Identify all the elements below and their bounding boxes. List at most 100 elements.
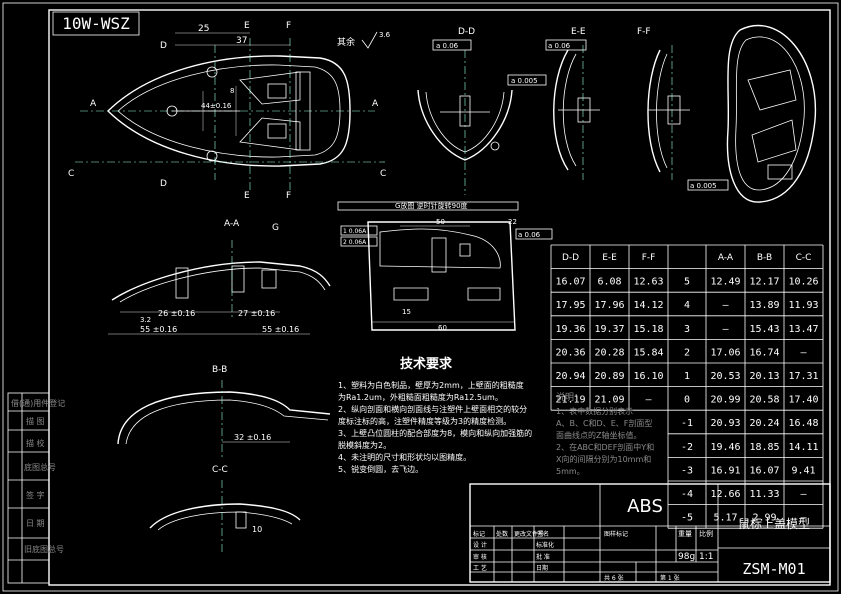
g-dim: 60 — [438, 324, 447, 332]
section-mark-d: D — [160, 179, 167, 189]
tb-design: 设 计 — [473, 541, 487, 549]
table-cell: 12.63 — [633, 277, 663, 288]
section-mark-c: C — [68, 169, 74, 179]
section-mark-f: F — [286, 21, 291, 31]
table-cell: 9.41 — [791, 465, 815, 476]
roughness-note: 其余 — [337, 36, 355, 48]
table-cell: 4 — [684, 300, 690, 311]
table-cell: -1 — [681, 418, 693, 429]
table-cell: 12.66 — [710, 489, 740, 500]
dd-title: D-D — [458, 27, 475, 37]
title-box — [52, 11, 140, 36]
table-cell: — — [645, 395, 652, 406]
table-cell: 16.48 — [788, 418, 818, 429]
title-box-text: 10W-WSZ — [62, 14, 130, 33]
strip-label: 签 字 — [26, 490, 45, 500]
table-cell: 20.93 — [710, 418, 740, 429]
tol-tag: a 0.005 — [511, 77, 538, 85]
table-header: F-F — [642, 253, 656, 263]
note-line: 5mm。 — [556, 467, 585, 476]
table-cell: 18.85 — [749, 442, 779, 453]
dim-8: 8 — [230, 87, 234, 95]
g-view-title: G放图 逆时针旋转90度 — [395, 201, 468, 210]
table-header: A-A — [718, 253, 734, 263]
table-cell: 20.99 — [710, 395, 740, 406]
tech-item: 1、塑料为白色制品，壁厚为2mm，上壁面的粗糙度 — [338, 380, 524, 390]
note-title: 说明： — [556, 391, 583, 403]
section-mark-d: D — [160, 41, 167, 51]
aa-dim: 55 ±0.16 — [140, 325, 177, 334]
table-cell: 14.11 — [788, 442, 818, 453]
table-cell: 6.08 — [597, 277, 621, 288]
strip-label: 借(通)用件登记 — [11, 398, 65, 408]
table-cell: 13.47 — [788, 324, 818, 335]
note-line: 面曲线点的Z轴坐标值。 — [556, 430, 641, 440]
table-cell: 20.53 — [710, 371, 740, 382]
table-cell: 20.24 — [749, 418, 779, 429]
table-cell: 5 — [684, 277, 690, 288]
drawing-number: ZSM-M01 — [742, 560, 805, 578]
section-mark-a: A — [90, 99, 97, 109]
table-cell: 2 — [684, 347, 690, 358]
tol-tag: a 0.06 — [518, 231, 541, 239]
table-header: E-E — [602, 253, 617, 263]
dim-37: 37 — [236, 36, 247, 46]
cc-section: C-C 10 — [149, 465, 301, 552]
strip-label: 描 图 — [26, 416, 45, 426]
table-cell: 19.46 — [710, 442, 740, 453]
strip-label: 底图总号 — [24, 462, 56, 472]
ff-view: F-F — [637, 27, 690, 180]
table-cell: 19.37 — [594, 324, 624, 335]
g-mark: G — [272, 223, 279, 233]
table-cell: 21.19 — [555, 395, 585, 406]
strip-label: 旧底图总号 — [24, 544, 64, 554]
table-cell: 1 — [684, 371, 690, 382]
section-mark-e: E — [244, 191, 250, 201]
tb-process: 工 艺 — [473, 564, 487, 572]
tb-std: 标准化 — [536, 541, 554, 549]
bb-dim: 32 ±0.16 — [234, 433, 271, 442]
table-cell: 10.26 — [788, 277, 818, 288]
aa-section: A-A G 26 ±0.16 27 ±0.16 55 ±0.16 55 ±0.1… — [108, 219, 331, 335]
table-cell: 20.13 — [749, 371, 779, 382]
weight-value: 98g — [678, 552, 695, 562]
table-cell: — — [800, 347, 807, 358]
isometric-view: a 0.005 — [687, 24, 817, 203]
roughness-symbol — [361, 31, 378, 49]
cc-dim: 10 — [252, 525, 262, 534]
tb-sheets: 共 6 张 — [604, 574, 624, 582]
table-cell: 16.07 — [749, 465, 779, 476]
tb-mark: 标记 — [473, 530, 485, 538]
roughness-value: 3.6 — [379, 31, 391, 39]
scale-label: 比例 — [699, 529, 713, 538]
table-cell: 3 — [684, 324, 690, 335]
table-cell: 20.28 — [594, 347, 624, 358]
table-cell: 15.43 — [749, 324, 779, 335]
tb-sign: 签名 — [537, 530, 549, 538]
dim-44: 44±0.16 — [201, 102, 232, 110]
table-header: C-C — [796, 253, 812, 263]
table-cell: 17.31 — [788, 371, 818, 382]
table-cell: 16.07 — [555, 277, 585, 288]
table-cell: -5 — [681, 513, 693, 524]
ff-title: F-F — [637, 27, 651, 37]
note-line: 2、在ABC和DEF剖面中Y和 — [556, 442, 654, 452]
weight-label: 重量 — [678, 530, 692, 538]
table-cell: 20.89 — [594, 371, 624, 382]
g-dim: 15 — [402, 308, 411, 316]
table-cell: 16.91 — [710, 465, 740, 476]
table-cell: 11.33 — [749, 489, 779, 500]
strip-label: 日 期 — [26, 519, 45, 528]
table-cell: 17.95 — [555, 300, 585, 311]
table-cell: 19.36 — [555, 324, 585, 335]
aa-title: A-A — [224, 219, 240, 229]
table-cell: 15.84 — [633, 347, 663, 358]
tb-approve: 批 准 — [536, 553, 550, 561]
datum-tag: 2 0.06A — [343, 239, 367, 246]
table-cell: 21.09 — [594, 395, 624, 406]
table-cell: 17.06 — [710, 347, 740, 358]
table-header: D-D — [562, 253, 579, 263]
tech-item: 5、锐变倒圆，去飞边。 — [338, 464, 423, 474]
